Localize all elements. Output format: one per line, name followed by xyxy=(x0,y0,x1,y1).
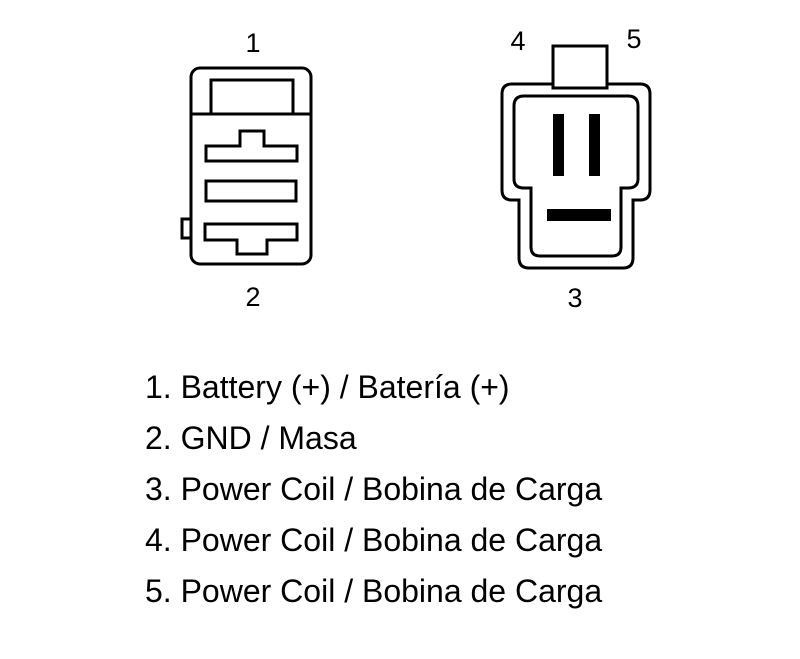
right-connector-top-tab xyxy=(551,44,609,90)
pin-label-4: 4 xyxy=(510,26,526,56)
pin-legend: 1. Battery (+) / Batería (+) 2. GND / Ma… xyxy=(145,362,602,617)
right-connector xyxy=(500,44,652,270)
pin-3-contact xyxy=(547,209,611,221)
legend-item-power-coil-5: 5. Power Coil / Bobina de Carga xyxy=(145,573,603,609)
pin-4-contact xyxy=(553,114,564,176)
legend-item-gnd: 2. GND / Masa xyxy=(145,420,357,456)
terminal-slot-2 xyxy=(204,179,298,203)
left-connector-side-tab xyxy=(180,217,191,240)
pin-label-2: 2 xyxy=(245,282,261,312)
terminal-slot-3 xyxy=(203,222,299,256)
legend-item-power-coil-3: 3. Power Coil / Bobina de Carga xyxy=(145,471,603,507)
legend-item-power-coil-4: 4. Power Coil / Bobina de Carga xyxy=(145,522,603,558)
pin-5-contact xyxy=(589,114,600,176)
pin-label-1: 1 xyxy=(245,28,261,58)
left-connector xyxy=(180,66,313,266)
left-connector-top-slot xyxy=(209,78,295,116)
left-connector-body-outline xyxy=(189,66,313,266)
pin-label-5: 5 xyxy=(626,24,642,54)
right-connector-body-outer-outline xyxy=(500,82,652,270)
pin-label-3: 3 xyxy=(567,283,583,313)
terminal-slot-1 xyxy=(204,129,299,163)
right-connector-body-inner-outline xyxy=(512,94,640,258)
legend-item-battery: 1. Battery (+) / Batería (+) xyxy=(145,369,510,405)
